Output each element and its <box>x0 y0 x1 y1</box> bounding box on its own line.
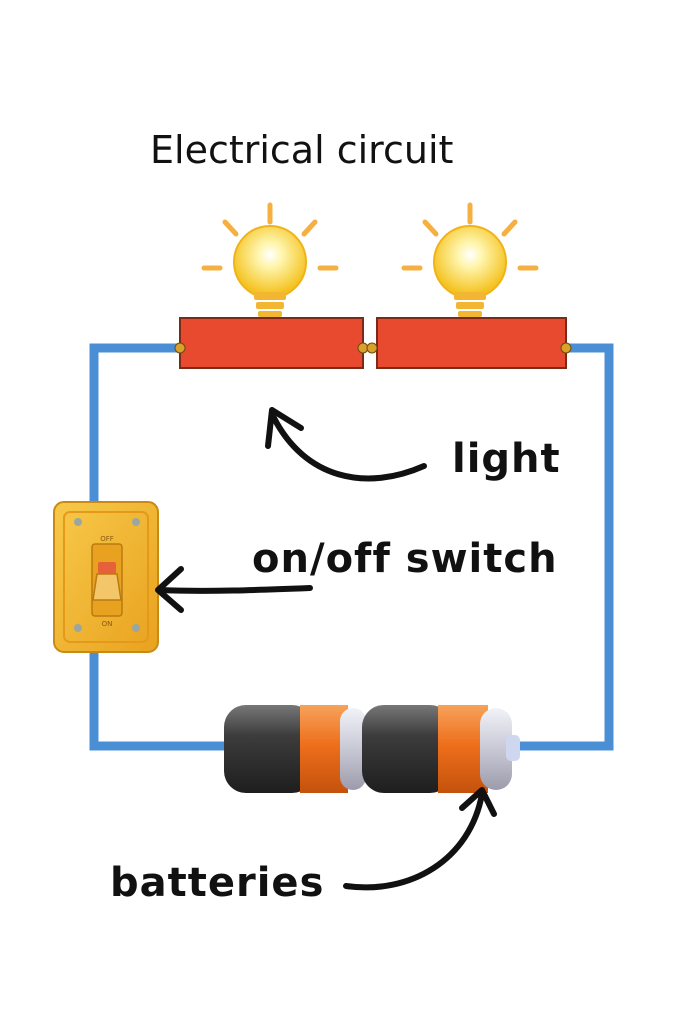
switch-off-text: OFF <box>100 535 114 543</box>
light-bulb-icon <box>401 202 539 317</box>
light-bulb-icon <box>201 202 339 317</box>
diagram-title: Electrical circuit <box>150 128 454 172</box>
battery-icon <box>362 705 520 793</box>
circuit-wire <box>89 343 614 751</box>
light-label: light <box>452 436 561 482</box>
arrow-to-batteries <box>343 787 497 891</box>
light-base <box>366 317 572 369</box>
arrow-to-light <box>265 407 427 482</box>
arrow-to-switch <box>155 566 313 613</box>
batteries-label: batteries <box>110 860 325 906</box>
switch-icon: OFF ON <box>53 501 159 653</box>
light-base <box>174 317 369 369</box>
switch-on-text: ON <box>102 620 113 628</box>
switch-label: on/off switch <box>252 536 558 582</box>
battery-icon <box>224 705 366 793</box>
